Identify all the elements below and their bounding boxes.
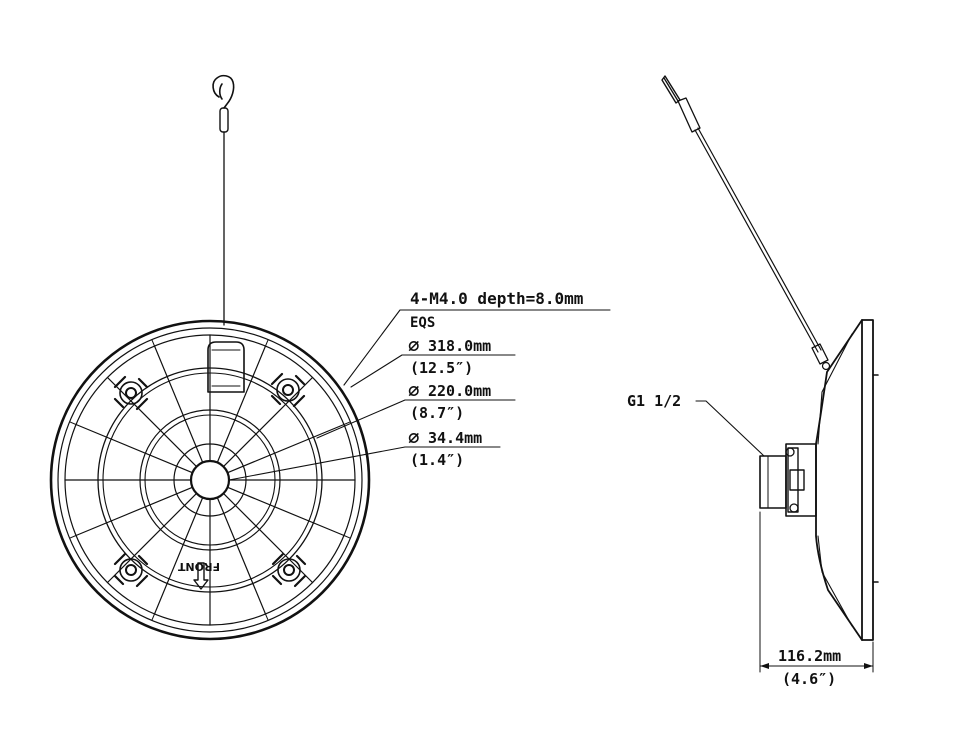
radial-rib <box>106 376 197 467</box>
inner-diameter-mm-label: 34.4mm <box>428 429 482 447</box>
radial-rib <box>106 493 197 584</box>
rim-notch <box>265 339 269 347</box>
rim-notch <box>69 421 77 425</box>
depth-dimension: 116.2mm (4.6″) <box>759 511 874 688</box>
radial-rib <box>153 497 203 615</box>
set-screw <box>789 503 799 513</box>
thread-label: G1 1/2 <box>627 392 681 410</box>
rim-notch <box>151 613 155 621</box>
diameter-icon: ∅ <box>408 335 419 357</box>
thread-stub <box>759 455 787 509</box>
lanyard-crimp <box>677 97 701 133</box>
arrow-down-icon <box>193 562 209 590</box>
plate-outer-rim <box>49 319 371 641</box>
diameter-icon: ∅ <box>408 427 419 449</box>
radial-rib <box>217 345 267 463</box>
diameter-icon: ∅ <box>408 380 419 402</box>
depth-in-label: (4.6″) <box>782 670 836 688</box>
lanyard-cable <box>694 129 819 353</box>
side-view: G1 1/2 116.2mm (4.6″) <box>627 75 879 688</box>
plate-face <box>861 319 874 641</box>
hole-spec-label: 4-M4.0 depth=8.0mm <box>410 289 584 308</box>
radial-rib <box>153 345 203 463</box>
radial-rib <box>227 487 345 537</box>
safety-lanyard-front <box>212 74 235 326</box>
lanyard-crimp <box>219 107 229 133</box>
rim-notch <box>343 535 351 539</box>
mid-diameter-mm-label: 220.0mm <box>428 382 491 400</box>
snap-hook-icon <box>212 74 235 109</box>
depth-mm-label: 116.2mm <box>778 647 841 665</box>
plate-inner-rim <box>57 327 363 633</box>
cable-entry-boss <box>207 341 245 393</box>
mid-diameter-in-label: (8.7″) <box>410 404 464 422</box>
rim-notch <box>151 339 155 347</box>
mounting-hole-boss <box>113 375 149 411</box>
center-hole <box>189 459 231 501</box>
dimension-arrow-right <box>864 663 873 669</box>
front-leaders <box>228 309 611 481</box>
inner-diameter-in-label: (1.4″) <box>410 451 464 469</box>
front-view: FRONT 4-M4.0 depth=8.0mm EQS ∅ 318.0mm (… <box>49 74 611 641</box>
radial-rib <box>223 376 314 467</box>
leader-mid-diameter <box>316 399 516 439</box>
front-marking-text: FRONT <box>177 560 220 573</box>
mounting-hole-boss <box>271 552 307 588</box>
mounting-hole-boss <box>270 372 306 408</box>
leader-outer-diameter <box>350 354 516 388</box>
radial-rib <box>227 423 345 473</box>
leader-hole-spec <box>343 309 611 386</box>
rim-notch <box>69 535 77 539</box>
leader-inner-diameter <box>228 446 501 481</box>
outer-diameter-in-label: (12.5″) <box>410 359 473 377</box>
radial-rib <box>223 493 314 584</box>
rim-notch <box>265 613 269 621</box>
radial-rib <box>75 423 193 473</box>
safety-lanyard-side <box>661 75 831 371</box>
pipe-connector <box>759 443 817 517</box>
front-marking: FRONT <box>177 560 220 590</box>
mounting-hole-boss <box>113 552 149 588</box>
radial-rib <box>75 487 193 537</box>
leader-thread <box>695 400 765 457</box>
mounting-holes <box>113 372 307 588</box>
dimension-arrow-left <box>760 663 769 669</box>
radial-rib <box>217 497 267 615</box>
radial-ribs <box>64 334 356 626</box>
outer-diameter-mm-label: 318.0mm <box>428 337 491 355</box>
rim-notch <box>343 421 351 425</box>
hole-spacing-label: EQS <box>410 315 435 331</box>
